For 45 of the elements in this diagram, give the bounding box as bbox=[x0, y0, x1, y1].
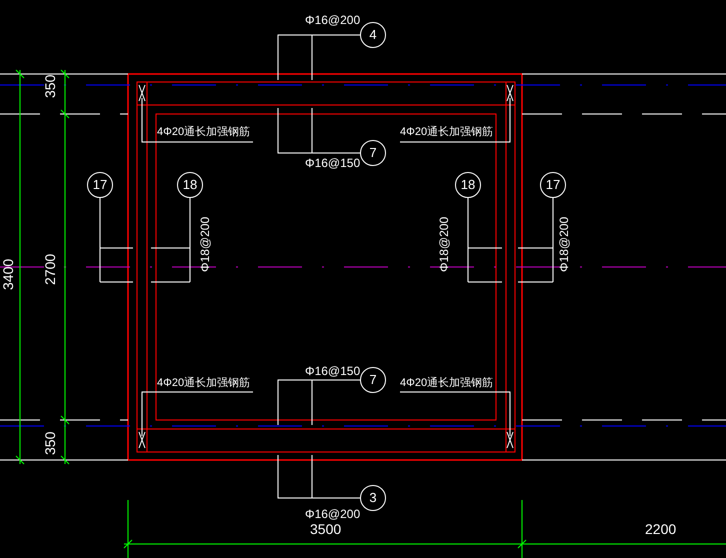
callout-circle bbox=[87, 172, 113, 198]
callout-number: 4 bbox=[368, 28, 378, 42]
leader-line bbox=[278, 34, 360, 80]
rebar-spec-label: Φ16@150 bbox=[305, 365, 360, 378]
dimension-text: 2700 bbox=[44, 254, 57, 285]
callout-number: 18 bbox=[460, 178, 476, 192]
rebar-spec-label: Φ16@200 bbox=[305, 14, 360, 27]
leader-line bbox=[400, 392, 510, 436]
callout-number: 18 bbox=[182, 178, 198, 192]
callout-circle bbox=[455, 172, 481, 198]
leader-line bbox=[278, 108, 360, 154]
leader-line bbox=[468, 198, 502, 282]
leader-line bbox=[142, 392, 254, 436]
callout-number: 17 bbox=[544, 178, 562, 192]
rebar-spec-label: Φ16@200 bbox=[305, 508, 360, 521]
dimension-text: 3500 bbox=[310, 523, 342, 536]
callout-circle bbox=[360, 485, 386, 511]
rebar-spec-label: Φ18@200 bbox=[558, 216, 571, 272]
leader-line bbox=[278, 454, 360, 498]
dimension-text: 350 bbox=[44, 74, 57, 98]
rebar-note: 4Φ20通长加强钢筋 bbox=[157, 126, 250, 139]
callout-number: 7 bbox=[368, 373, 378, 387]
callout-circle bbox=[360, 367, 386, 393]
callout-number: 7 bbox=[368, 146, 378, 160]
rebar-spec-label: Φ18@200 bbox=[438, 216, 451, 272]
leader-line bbox=[278, 380, 360, 426]
leader-line bbox=[150, 198, 190, 282]
callout-circle bbox=[360, 140, 386, 166]
dimension-text: 2200 bbox=[645, 523, 676, 536]
dimension-text: 3400 bbox=[2, 258, 15, 290]
callout-circle bbox=[360, 22, 386, 48]
leader-line bbox=[518, 198, 554, 282]
rebar-note: 4Φ20通长加强钢筋 bbox=[400, 377, 494, 390]
rebar-spec-label: Φ16@150 bbox=[305, 157, 360, 170]
rebar-note: 4Φ20通长加强钢筋 bbox=[400, 126, 494, 139]
callout-number: 17 bbox=[92, 178, 108, 192]
leader-line bbox=[100, 198, 134, 282]
leader-line bbox=[400, 98, 510, 142]
rebar-note: 4Φ20通长加强钢筋 bbox=[157, 377, 250, 390]
callout-circle bbox=[177, 172, 203, 198]
callout-circle bbox=[540, 172, 566, 198]
callout-number: 3 bbox=[368, 491, 378, 505]
dimension-text: 350 bbox=[44, 432, 57, 455]
rebar-spec-label: Φ18@200 bbox=[199, 216, 212, 272]
leader-line bbox=[142, 98, 254, 142]
